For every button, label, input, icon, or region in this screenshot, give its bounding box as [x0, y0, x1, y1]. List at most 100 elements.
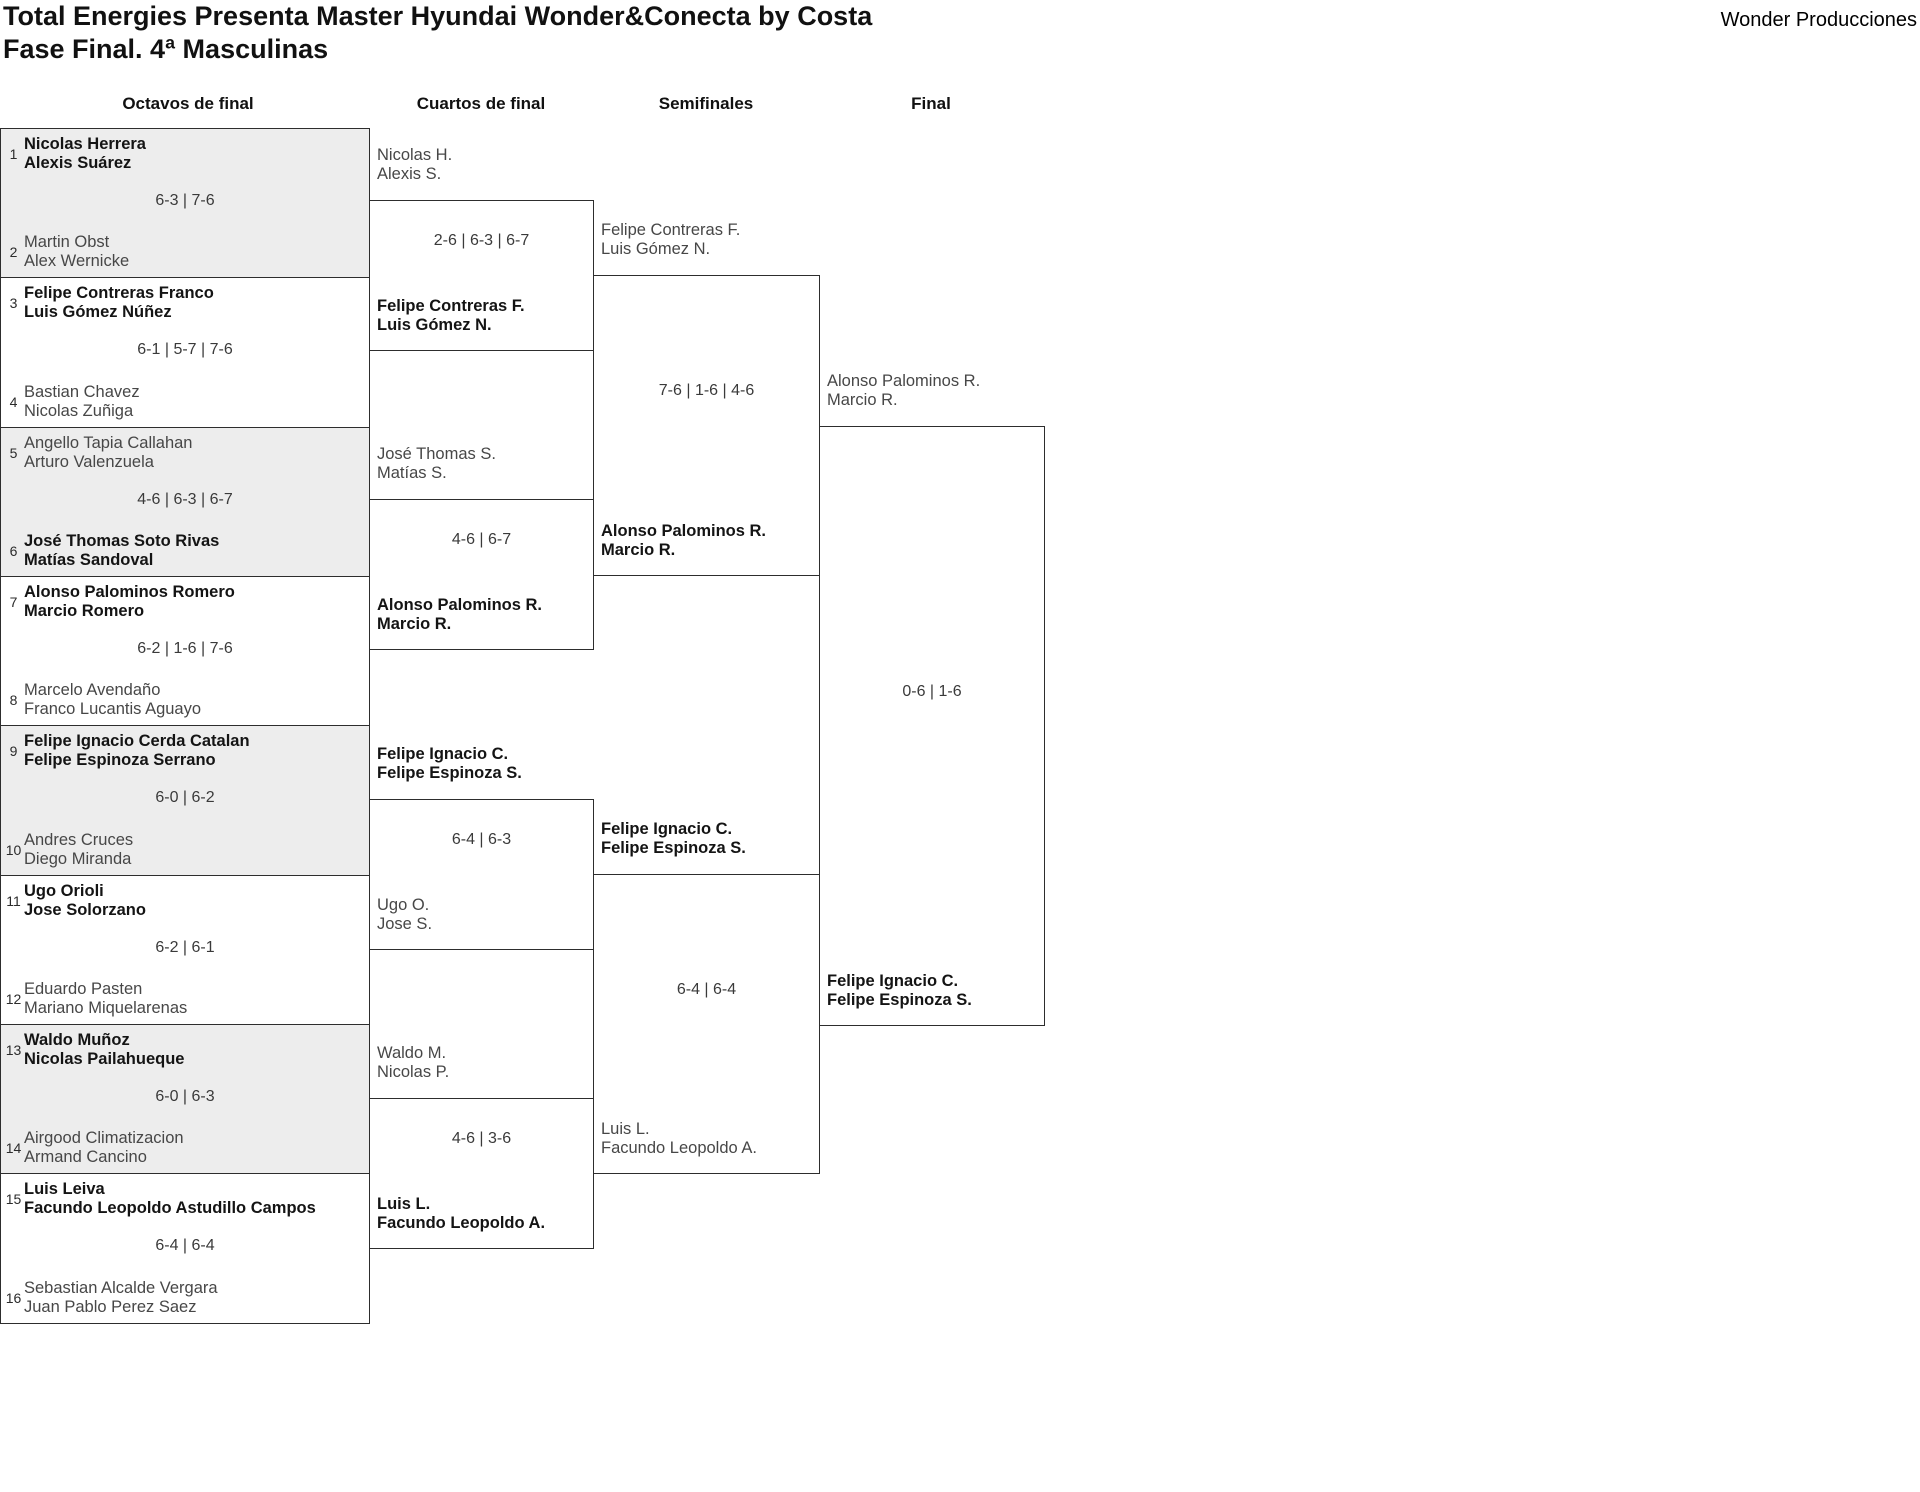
team-label: Ugo O.Jose S. — [377, 896, 586, 934]
match-score: 6-1 | 5-7 | 7-6 — [137, 341, 233, 358]
player-name: Armand Cancino — [24, 1148, 147, 1166]
player-name: Alonso Palominos R. — [827, 372, 981, 390]
player-name: Luis Leiva — [24, 1180, 105, 1198]
player-name: Marcio R. — [827, 391, 898, 409]
player-name: Marcio Romero — [24, 602, 145, 620]
player-name: Nicolas Pailahueque — [24, 1050, 185, 1068]
player-name: Nicolas Herrera — [24, 135, 146, 153]
seed-number: 10 — [5, 842, 22, 858]
team-label: Luis L.Facundo Leopoldo A. — [601, 1120, 812, 1158]
team-label: Felipe Ignacio C.Felipe Espinoza S. — [601, 820, 812, 858]
player-name: Felipe Contreras F. — [377, 297, 525, 315]
player-name: Waldo M. — [377, 1044, 447, 1062]
player-name: Marcelo Avendaño — [24, 681, 161, 699]
team-label: Felipe Contreras F.Luis Gómez N. — [601, 221, 812, 259]
team-label: Felipe Ignacio C.Felipe Espinoza S. — [377, 745, 586, 783]
player-name: Juan Pablo Perez Saez — [24, 1298, 197, 1316]
player-name: Luis L. — [377, 1195, 431, 1213]
player-name: Alexis Suárez — [24, 154, 132, 172]
seed-number: 6 — [9, 543, 18, 559]
player-name: Luis Gómez N. — [377, 316, 492, 334]
team-label: Felipe Contreras F.Luis Gómez N. — [377, 297, 586, 335]
match-score: 6-3 | 7-6 — [155, 192, 215, 209]
seed-number: 3 — [9, 295, 18, 311]
player-name: Jose S. — [377, 915, 433, 933]
player-name: Ugo Orioli — [24, 882, 104, 900]
seed-number: 14 — [5, 1140, 22, 1156]
match-score: 6-4 | 6-3 — [451, 831, 512, 848]
seed-number: 9 — [9, 743, 18, 759]
seed-number: 8 — [9, 692, 18, 708]
seed-number: 7 — [9, 594, 18, 610]
seed-number: 11 — [6, 893, 21, 909]
player-name: Mariano Miquelarenas — [24, 999, 188, 1017]
player-name: Alonso Palominos R. — [601, 522, 767, 540]
player-name: Eduardo Pasten — [24, 980, 143, 998]
sf-match-1 — [593, 275, 820, 576]
seed-number: 4 — [9, 394, 18, 410]
seed-number: 12 — [5, 991, 22, 1007]
team-label: Alonso Palominos R.Marcio R. — [827, 372, 1037, 410]
team-label: Felipe Ignacio C.Felipe Espinoza S. — [827, 972, 1037, 1010]
player-name: Felipe Ignacio Cerda Catalan — [24, 732, 250, 750]
seed-number: 1 — [9, 146, 18, 162]
player-name: Felipe Ignacio C. — [377, 745, 509, 763]
player-name: Alonso Palominos R. — [377, 596, 543, 614]
player-name: Felipe Espinoza S. — [827, 991, 972, 1009]
player-name: José Thomas Soto Rivas — [24, 532, 220, 550]
player-name: Andres Cruces — [24, 831, 134, 849]
team-label: Luis L.Facundo Leopoldo A. — [377, 1195, 586, 1233]
player-name: Sebastian Alcalde Vergara — [24, 1279, 218, 1297]
page-title: Total Energies Presenta Master Hyundai W… — [3, 0, 872, 66]
match-score: 7-6 | 1-6 | 4-6 — [658, 382, 755, 399]
player-name: Luis Gómez N. — [601, 240, 711, 258]
team-label: José Thomas S.Matías S. — [377, 445, 586, 483]
producer-label: Wonder Producciones — [1720, 9, 1917, 31]
player-name: Diego Miranda — [24, 850, 132, 868]
seed-number: 5 — [9, 445, 18, 461]
player-name: Matías Sandoval — [24, 551, 154, 569]
player-name: Matías S. — [377, 464, 447, 482]
team-label: Alonso Palominos R.Marcio R. — [377, 596, 586, 634]
player-name: Marcio R. — [601, 541, 676, 559]
player-name: Franco Lucantis Aguayo — [24, 700, 202, 718]
player-name: Ugo O. — [377, 896, 430, 914]
player-name: Felipe Espinoza S. — [377, 764, 522, 782]
player-name: Bastian Chavez — [24, 383, 140, 401]
match-score: 6-0 | 6-2 — [155, 789, 215, 806]
player-name: Facundo Leopoldo Astudillo Campos — [24, 1199, 316, 1217]
player-name: Facundo Leopoldo A. — [377, 1214, 546, 1232]
team-label: Alonso Palominos R.Marcio R. — [601, 522, 812, 560]
round-header-octavos: Octavos de final — [122, 94, 254, 113]
match-score: 4-6 | 6-3 | 6-7 — [137, 491, 233, 508]
player-name: Alex Wernicke — [24, 252, 130, 270]
player-name: Marcio R. — [377, 615, 452, 633]
